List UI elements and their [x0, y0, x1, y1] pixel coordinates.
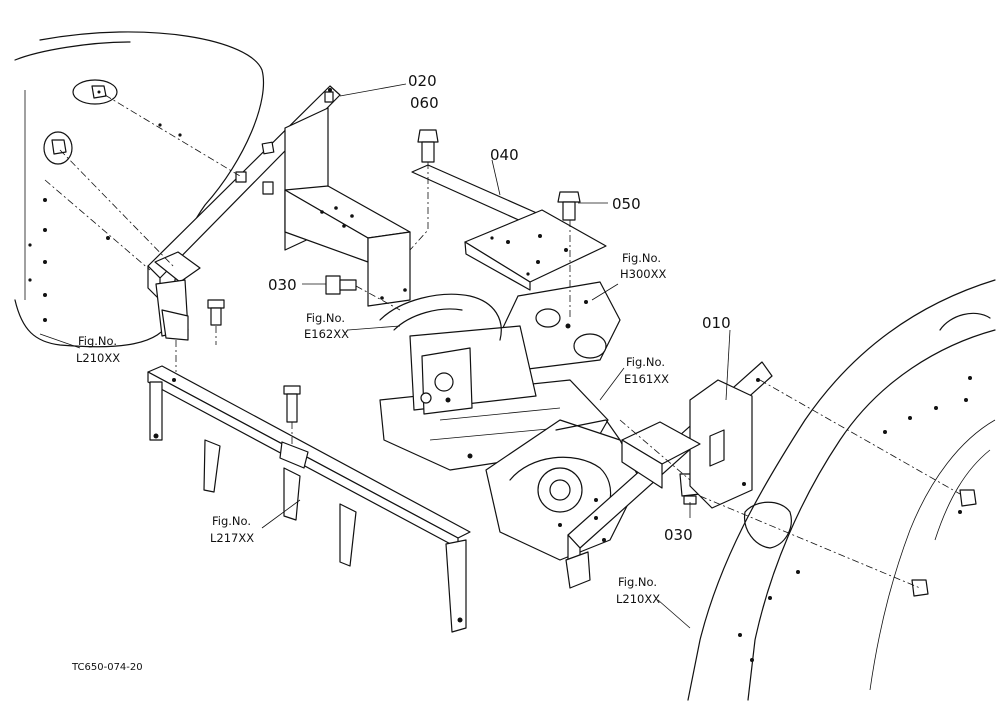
bracket-020	[147, 85, 411, 341]
bolt-left-bracket	[207, 299, 225, 326]
hydraulic-valve-assembly	[499, 281, 621, 371]
drawing-code: TC650-074-20	[71, 662, 143, 673]
bolt-060	[417, 129, 439, 163]
bolt-fender-lower	[51, 139, 67, 155]
right-fender	[687, 279, 996, 701]
fig-ref-code: L210XX	[616, 592, 660, 606]
fig-ref-h300: Fig.No. H300XX	[620, 251, 666, 281]
lower-frame	[147, 365, 471, 633]
leader-lines	[39, 83, 731, 629]
part-label-020: 020	[408, 72, 437, 90]
part-label-010: 010	[702, 314, 731, 332]
fig-ref-code: L217XX	[210, 531, 254, 545]
bolt-right-fender	[959, 489, 977, 507]
fig-ref-e162: Fig.No. E162XX	[304, 311, 349, 341]
bolt-fender-upper	[91, 85, 107, 99]
fig-ref-title: Fig.No.	[212, 514, 251, 528]
fig-ref-code: H300XX	[620, 267, 666, 281]
fender-slot	[743, 501, 792, 549]
fig-ref-title: Fig.No.	[622, 251, 661, 265]
bolt-frame	[283, 385, 301, 423]
fig-ref-code: E162XX	[304, 327, 349, 341]
fig-ref-code: L210XX	[76, 351, 120, 365]
part-label-030-left: 030	[268, 276, 297, 294]
plate-040	[411, 164, 607, 291]
bolt-030-left	[325, 275, 357, 295]
fig-ref-title: Fig.No.	[78, 334, 117, 348]
fig-ref-e161: Fig.No. E161XX	[624, 355, 669, 386]
fig-ref-title: Fig.No.	[626, 355, 665, 369]
fig-ref-code: E161XX	[624, 372, 669, 386]
fig-ref-l210-left: Fig.No. L210XX	[76, 334, 120, 365]
fender-mount-holes	[28, 123, 182, 322]
part-label-030-right: 030	[664, 526, 693, 544]
fig-ref-l210-right: Fig.No. L210XX	[616, 575, 660, 606]
part-label-040: 040	[490, 146, 519, 164]
bolt-020-stud	[235, 171, 247, 183]
bolt-050	[557, 191, 581, 221]
bolt-right-fender-lower	[911, 579, 929, 597]
engine-block-front	[379, 293, 609, 471]
assembly-center-lines	[44, 94, 961, 589]
fig-ref-title: Fig.No.	[306, 311, 345, 325]
fig-ref-title: Fig.No.	[618, 575, 657, 589]
fig-ref-l217: Fig.No. L217XX	[210, 514, 254, 545]
part-label-060: 060	[410, 94, 439, 112]
bracket-010	[565, 361, 773, 589]
part-label-050: 050	[612, 195, 641, 213]
